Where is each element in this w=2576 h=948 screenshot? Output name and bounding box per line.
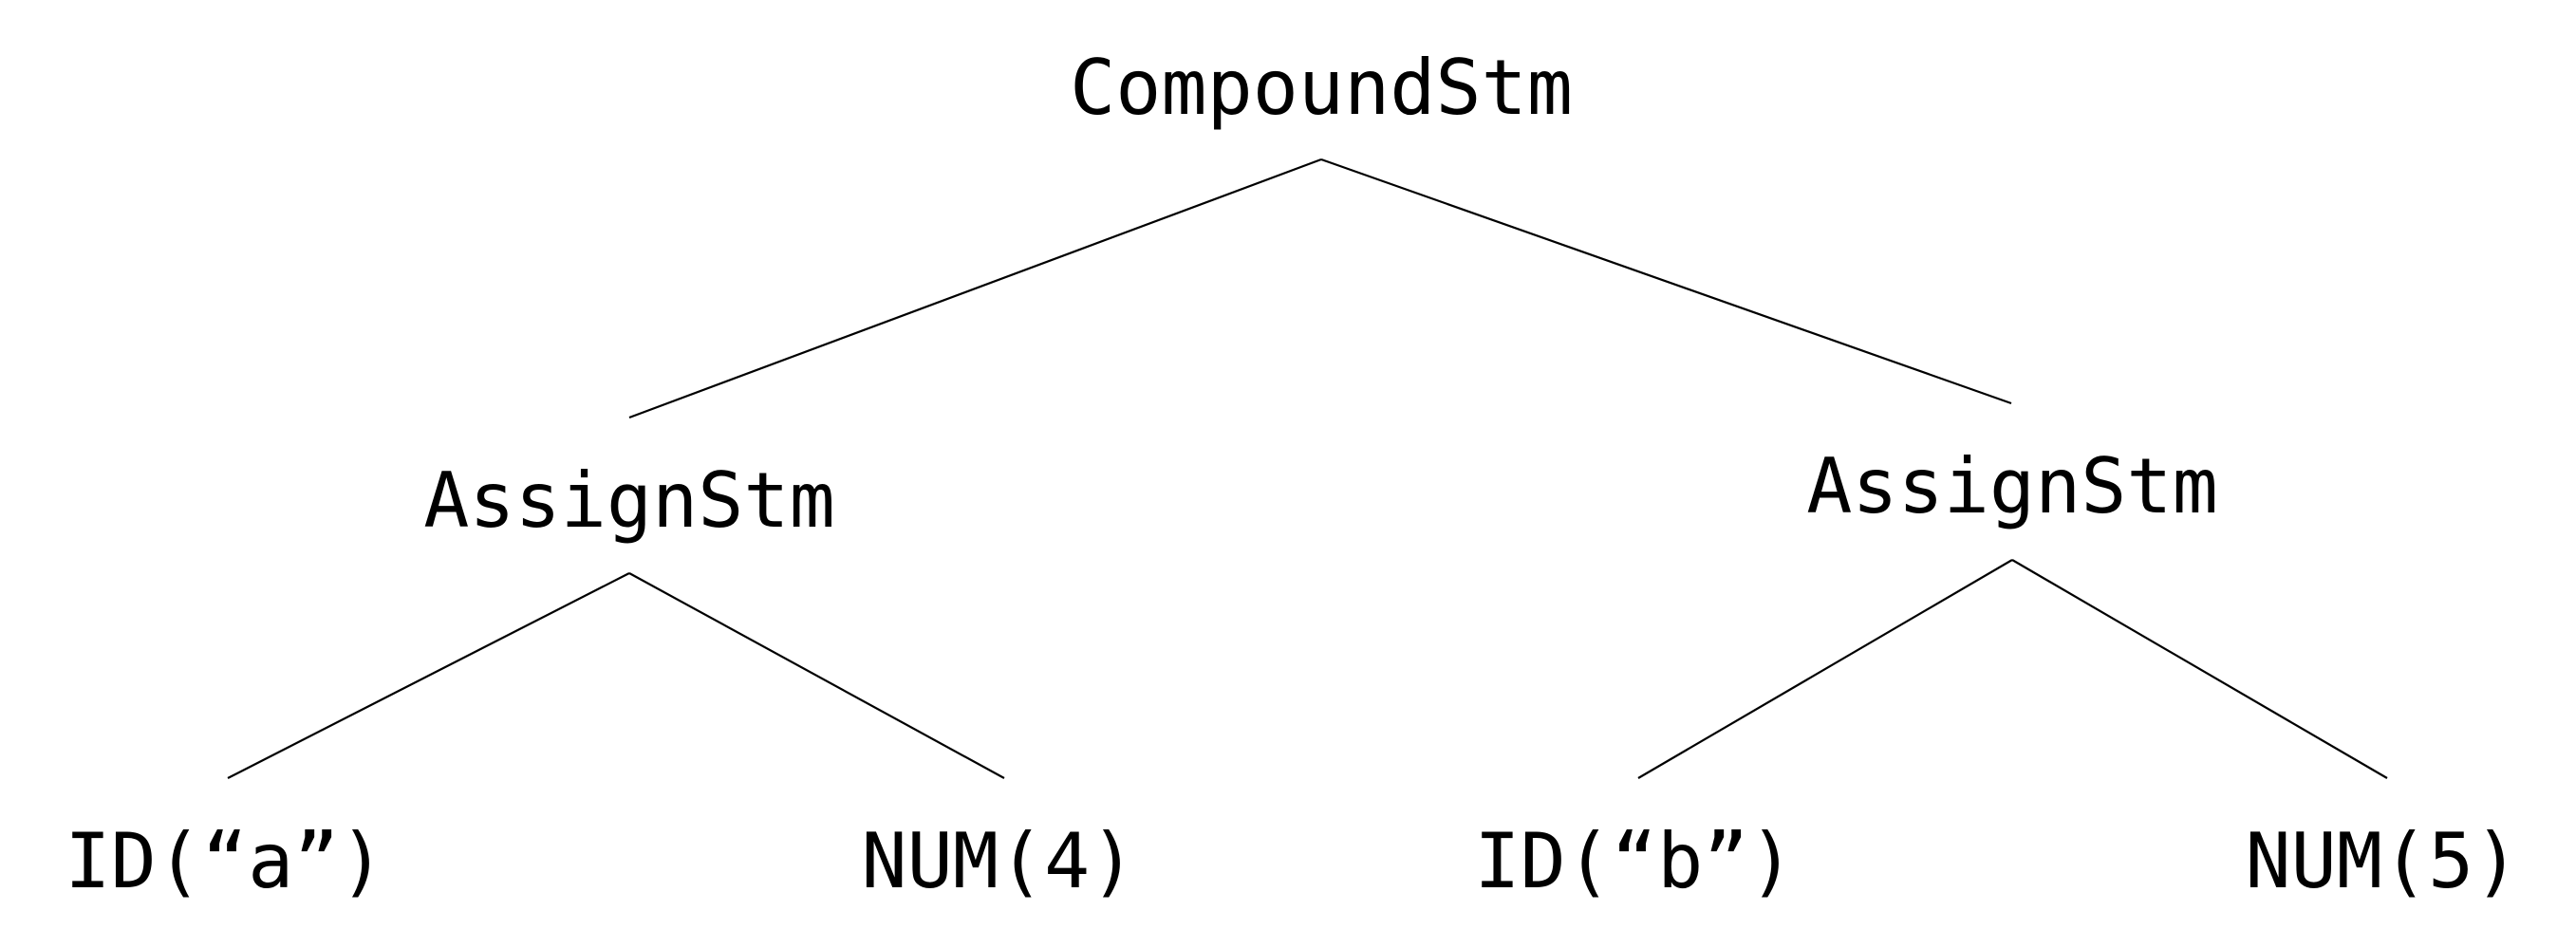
node-id-b: ID(“b”) xyxy=(1474,817,1794,905)
node-assignstm-right: AssignStm xyxy=(1806,442,2217,530)
node-num-4: NUM(4) xyxy=(862,817,1136,905)
edge-compoundstm-assignstm-left xyxy=(628,158,1322,419)
edge-assignstm-left-id-a xyxy=(227,572,630,779)
edge-assignstm-right-id-b xyxy=(1637,559,2013,779)
node-num-5: NUM(5) xyxy=(2246,817,2520,905)
edge-assignstm-left-num-4 xyxy=(628,572,1005,779)
node-compoundstm: CompoundStm xyxy=(1070,44,1573,132)
edge-assignstm-right-num-5 xyxy=(2011,559,2388,779)
node-assignstm-left: AssignStm xyxy=(423,456,834,545)
node-id-a: ID(“a”) xyxy=(65,817,384,905)
edge-compoundstm-assignstm-right xyxy=(1320,158,2012,405)
